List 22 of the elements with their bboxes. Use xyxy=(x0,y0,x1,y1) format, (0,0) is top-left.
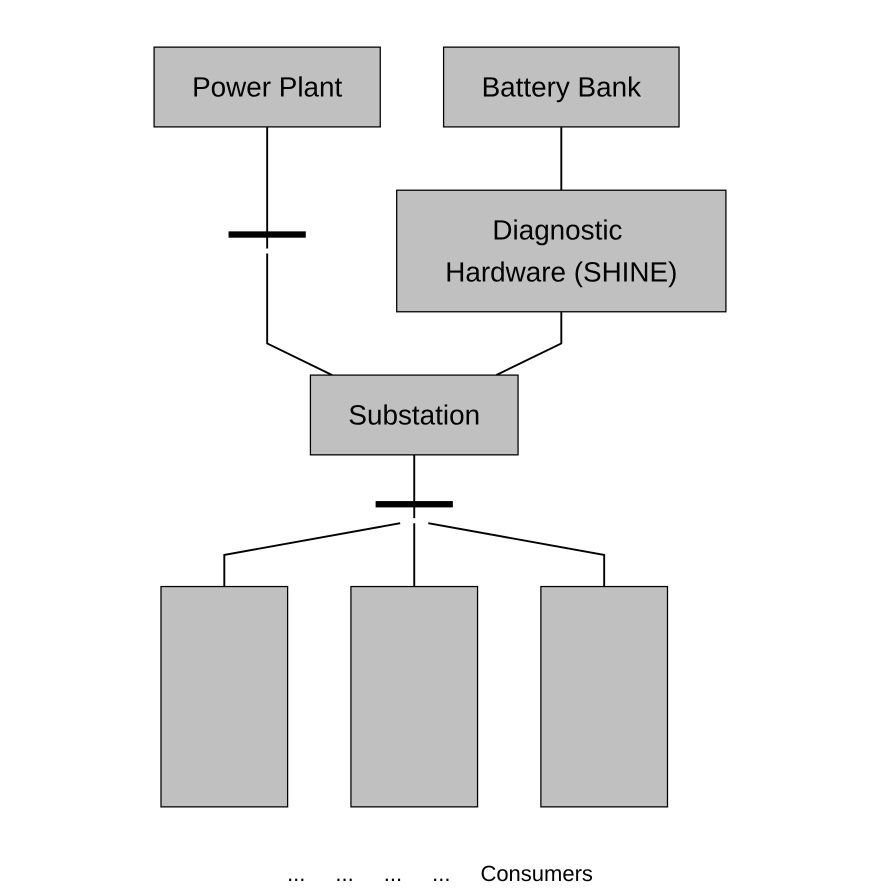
connector xyxy=(413,454,416,518)
connector xyxy=(496,311,562,376)
node-box xyxy=(350,585,478,807)
diagram-label: ... xyxy=(287,861,306,887)
diagram-label: ... xyxy=(384,861,402,887)
connector xyxy=(266,253,333,376)
node-box xyxy=(540,585,668,807)
node-box: Diagnostic Hardware (SHINE) xyxy=(396,189,727,312)
connector xyxy=(560,126,562,190)
connector xyxy=(428,522,606,586)
node-bar xyxy=(228,230,306,238)
connector xyxy=(413,522,416,586)
node-box xyxy=(160,585,288,807)
diagram-label: Consumers xyxy=(480,861,593,887)
diagram-label: ... xyxy=(432,861,450,887)
connector xyxy=(223,522,400,586)
node-box: Battery Bank xyxy=(442,46,680,128)
node-box: Substation xyxy=(310,374,519,455)
connector xyxy=(266,126,268,248)
diagram-label: ... xyxy=(335,861,354,887)
node-bar xyxy=(376,500,453,507)
node-box: Power Plant xyxy=(153,46,381,128)
